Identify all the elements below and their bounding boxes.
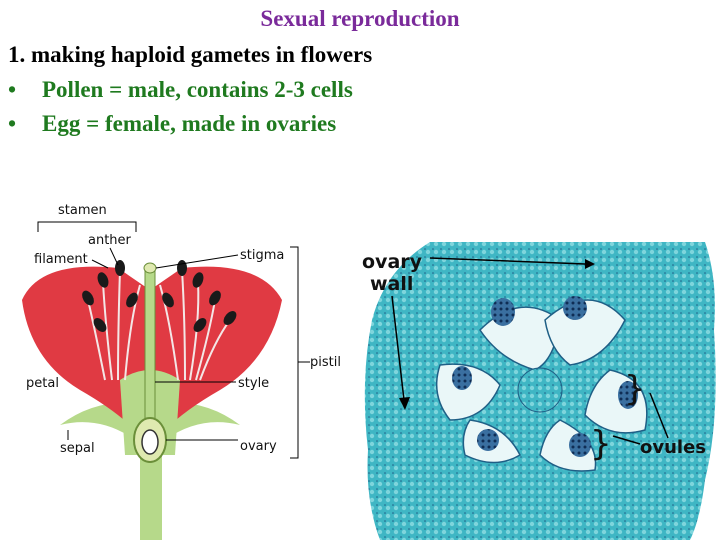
pointer-filament [91, 259, 109, 269]
stem [140, 450, 162, 540]
bullet-line-egg: • Egg = female, made in ovaries [8, 111, 336, 137]
bullet-icon: • [8, 77, 17, 102]
arrowhead-icon [585, 259, 595, 269]
bracket-ovule-2: } [590, 424, 612, 464]
line-1-text: 1. making haploid gametes in flowers [8, 42, 373, 67]
arrow-ovules-1 [649, 392, 669, 439]
bracket-ovule-1: } [624, 369, 646, 409]
arrow-ovary-wall-2 [391, 295, 405, 401]
label-ovary-wall-line1: ovary [362, 251, 423, 273]
label-stigma: stigma [240, 248, 284, 263]
central-axis [517, 367, 563, 413]
pistil-bracket [290, 246, 299, 459]
text-line-1: 1. making haploid gametes in flowers [8, 42, 372, 68]
arrowhead-icon [399, 397, 410, 410]
bullet-line-pollen: • Pollen = male, contains 2-3 cells [8, 77, 353, 103]
arrow-ovules-2 [612, 435, 641, 445]
label-style: style [238, 376, 269, 391]
label-pistil: pistil [310, 355, 341, 370]
ovule-shape [141, 429, 159, 455]
label-ovary-wall-line2: wall [370, 273, 413, 295]
label-anther: anther [88, 233, 132, 248]
stamen-bracket [37, 221, 137, 232]
pointer-anther [109, 247, 119, 266]
ovules [452, 296, 638, 457]
bullet-icon: • [8, 111, 17, 136]
slide-title: Sexual reproduction [260, 6, 460, 31]
stamens [87, 269, 231, 381]
label-ovary: ovary [240, 439, 277, 454]
label-filament: filament [34, 252, 88, 267]
line-3-text: Egg = female, made in ovaries [42, 111, 337, 136]
anthers [82, 260, 237, 332]
label-petal: petal [26, 376, 59, 391]
label-sepal: sepal [60, 441, 95, 456]
arrow-ovary-wall-1 [429, 257, 586, 265]
pointer-stigma [155, 254, 239, 269]
label-ovules: ovules [640, 437, 706, 458]
label-stamen: stamen [58, 203, 107, 218]
line-2-text: Pollen = male, contains 2-3 cells [42, 77, 353, 102]
